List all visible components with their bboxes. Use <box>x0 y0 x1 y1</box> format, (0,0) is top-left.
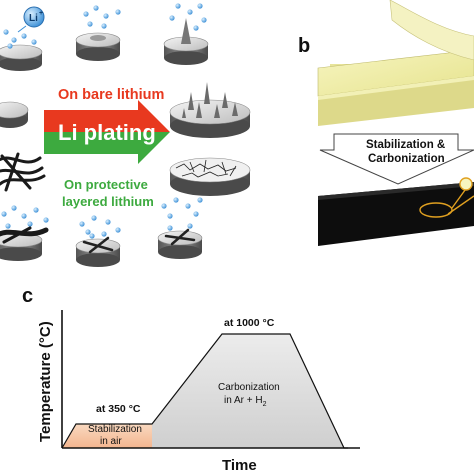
li-ion-label: Li <box>29 13 38 24</box>
carbonization-gas-subscript: 2 <box>263 401 267 408</box>
panel-b: b Stabilization & Carbonization <box>298 0 474 246</box>
layered-disc-2 <box>75 231 121 267</box>
magnifier-icon <box>419 177 474 218</box>
plated-disc-left <box>0 101 29 128</box>
carbon-film <box>318 182 474 246</box>
stabilization-region <box>62 424 152 448</box>
stabilization-label-line1: Stabilization <box>88 424 142 435</box>
carbonization-label-line2: in Ar + H2 <box>224 395 267 408</box>
protective-caption-line2: layered lithium <box>62 194 154 209</box>
li-ion-dots-bottom <box>1 197 203 235</box>
li-ion-dots-top <box>3 3 207 49</box>
process-line1: Stabilization & <box>366 139 445 151</box>
carbonization-label-line1: Carbonization <box>218 382 280 393</box>
panel-c-label: c <box>22 285 33 307</box>
annotation-1000: at 1000 °C <box>224 317 275 329</box>
process-line2: Carbonization <box>368 153 445 165</box>
li-ion-charge: + <box>39 10 43 17</box>
fiber-mesh-left <box>0 152 46 192</box>
carbonization-gas: in Ar + H <box>224 395 263 406</box>
precursor-film <box>317 0 474 126</box>
x-axis-label: Time <box>222 457 257 474</box>
li-plating-label: Li plating <box>58 120 156 145</box>
y-axis-label: Temperature (°C) <box>37 321 54 442</box>
layered-disc-3 <box>157 223 203 259</box>
dendrite-disc-right <box>169 82 251 138</box>
panel-a: Li + <box>0 3 251 267</box>
li-plating-arrow: Li plating <box>44 100 170 164</box>
annotation-350: at 350 °C <box>96 403 141 415</box>
dendrite-spike <box>181 18 191 44</box>
panel-c: c Temperature (°C) Time at 350 °C at 100… <box>22 285 360 474</box>
protected-disc-right <box>169 157 251 196</box>
stabilization-label-line2: in air <box>100 436 122 447</box>
bare-lithium-caption: On bare lithium <box>58 87 164 103</box>
protective-caption-line1: On protective <box>64 177 148 192</box>
bare-lithium-disc-3 <box>163 18 209 65</box>
li-ion-badge: Li + <box>17 6 45 33</box>
layered-disc-1 <box>0 226 49 261</box>
panel-b-label: b <box>298 35 310 57</box>
process-arrow: Stabilization & Carbonization <box>319 133 474 185</box>
bare-lithium-disc-1 <box>0 44 43 71</box>
bare-lithium-disc-2 <box>75 32 121 61</box>
